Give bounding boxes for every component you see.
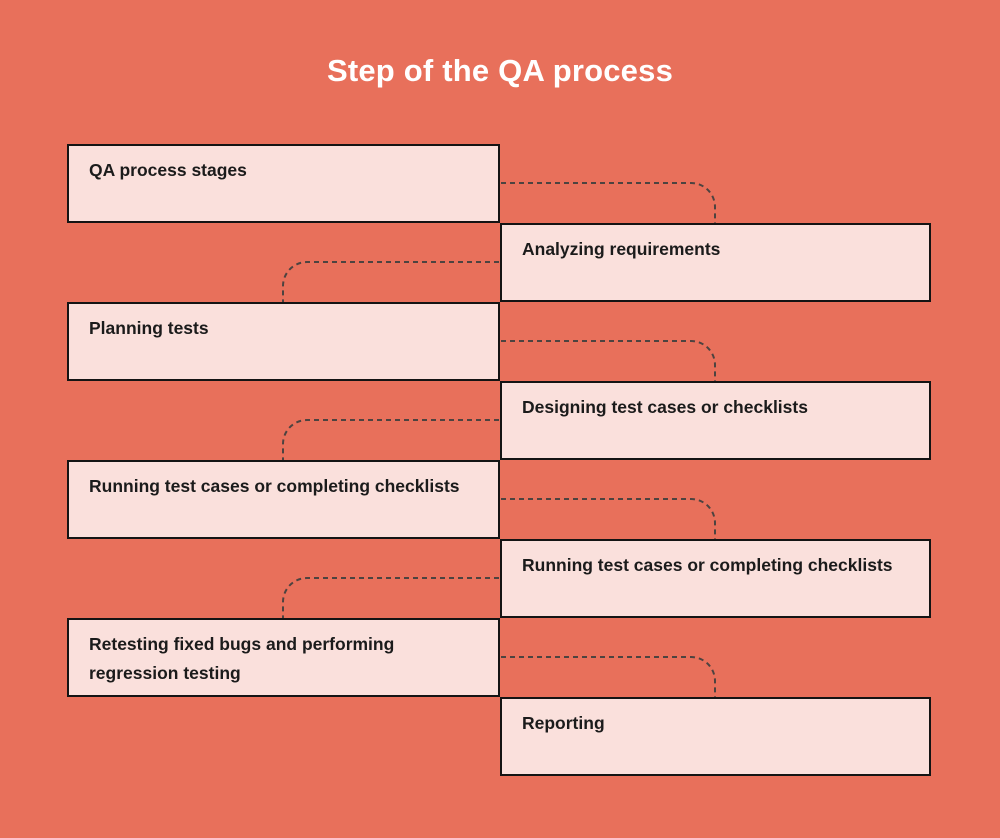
step-box-analyzing-requirements: Analyzing requirements	[500, 223, 931, 302]
step-label: Designing test cases or checklists	[522, 397, 808, 417]
connector-4-dashed-line	[282, 419, 499, 460]
step-label: QA process stages	[89, 160, 247, 180]
step-label: Retesting fixed bugs and performing regr…	[89, 634, 395, 683]
step-box-reporting: Reporting	[500, 697, 931, 776]
connector-3-dashed-line	[501, 340, 716, 381]
step-label: Running test cases or completing checkli…	[522, 555, 893, 575]
step-label: Reporting	[522, 713, 605, 733]
step-label: Planning tests	[89, 318, 209, 338]
step-box-planning-tests: Planning tests	[67, 302, 500, 381]
connector-2-dashed-line	[282, 261, 499, 302]
step-box-retesting-fixed-bugs: Retesting fixed bugs and performing regr…	[67, 618, 500, 697]
step-box-designing-test-cases: Designing test cases or checklists	[500, 381, 931, 460]
diagram-title: Step of the QA process	[326, 53, 674, 88]
connector-7-dashed-line	[501, 656, 716, 697]
step-label: Analyzing requirements	[522, 239, 721, 259]
step-box-running-test-cases-right: Running test cases or completing checkli…	[500, 539, 931, 618]
connector-5-dashed-line	[501, 498, 716, 539]
step-box-qa-process-stages: QA process stages	[67, 144, 500, 223]
step-label: Running test cases or completing checkli…	[89, 476, 460, 496]
connector-1-dashed-line	[501, 182, 716, 223]
connector-6-dashed-line	[282, 577, 499, 618]
step-box-running-test-cases-left: Running test cases or completing checkli…	[67, 460, 500, 539]
